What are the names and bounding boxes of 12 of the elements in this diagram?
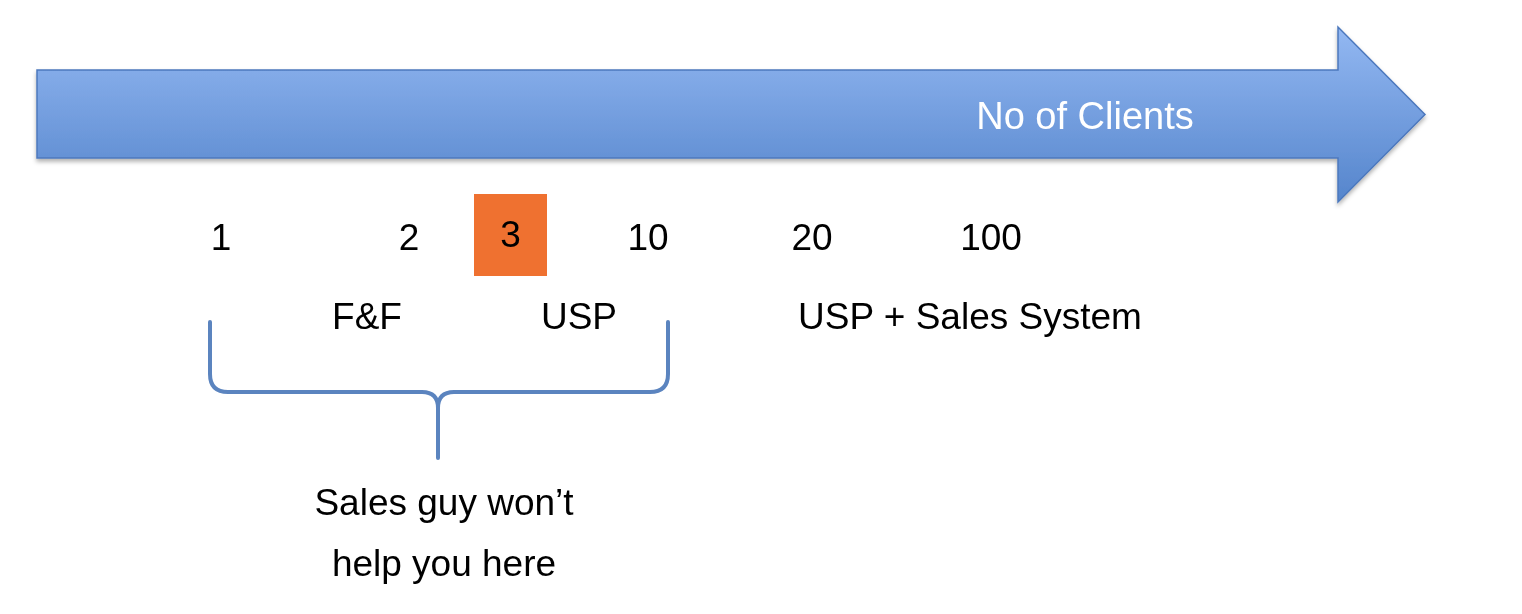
stage-label: USP [540,295,618,339]
timeline-arrow [37,27,1425,202]
scale-number: 100 [960,216,1022,260]
scale-number: 1 [210,216,232,260]
stage-label: USP + Sales System [798,295,1142,339]
scale-number: 2 [398,216,420,260]
highlighted-number: 3 [474,194,547,276]
stage-label: F&F [332,295,402,339]
scale-number: 20 [791,216,833,260]
arrow-label: No of Clients [976,96,1194,138]
scale-number: 10 [627,216,669,260]
bracket-note: Sales guy won’t help you here [313,481,575,586]
